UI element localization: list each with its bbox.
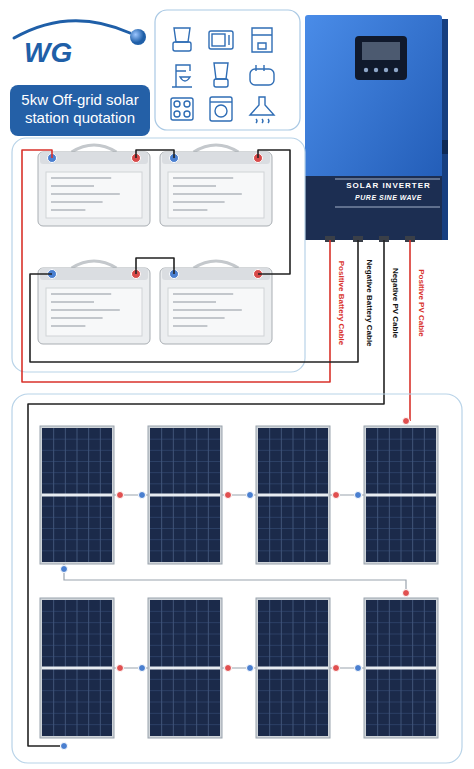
cable-wires bbox=[22, 150, 410, 746]
cable-label: Positive PV Cable bbox=[417, 269, 426, 337]
cable-label: Negative PV Cable bbox=[391, 268, 400, 338]
inverter-unit bbox=[305, 15, 448, 242]
battery-bank bbox=[12, 138, 305, 372]
title-text: 5kw Off-grid solar station quotation bbox=[16, 91, 144, 127]
pv-array bbox=[12, 394, 462, 763]
inverter-box: SOLAR INVERTER PURE SINE WAVE bbox=[305, 15, 442, 240]
device-text: SOLAR INVERTER bbox=[339, 181, 438, 191]
title-box: 5kw Off-grid solar station quotation bbox=[10, 85, 150, 136]
device-text: PURE SINE WAVE bbox=[339, 194, 438, 202]
cable-label: Positive Battery Cable bbox=[337, 261, 346, 345]
appliance-icons bbox=[155, 10, 300, 130]
cable-label: Negative Battery Cable bbox=[365, 259, 374, 346]
logo-text: WG bbox=[24, 38, 72, 69]
